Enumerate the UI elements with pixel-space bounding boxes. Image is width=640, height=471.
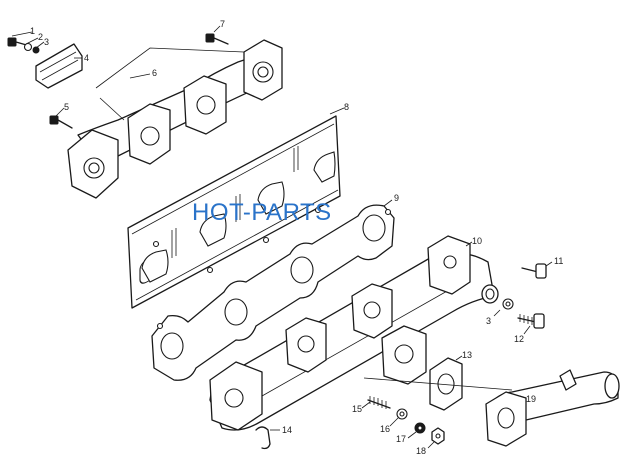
callout-11: 11 (554, 256, 563, 266)
callout-8: 8 (344, 102, 349, 112)
bolt-part-7 (205, 33, 229, 45)
gasket-part-9 (151, 204, 395, 381)
callout-10: 10 (472, 236, 482, 246)
callout-14: 14 (282, 425, 292, 435)
callout-6: 6 (152, 68, 157, 78)
callout-3-lower: 3 (486, 316, 491, 326)
washer-part-2 (23, 42, 33, 52)
washer-part-16 (396, 408, 408, 420)
callout-15: 15 (352, 404, 362, 414)
outlet-pipe-part-19 (485, 369, 620, 447)
clip-part-14 (255, 426, 271, 450)
heat-shield-part-4 (35, 43, 83, 89)
stud-part-15 (367, 396, 391, 409)
callout-5: 5 (64, 102, 69, 112)
callout-3: 3 (44, 37, 49, 47)
gasket-part-13 (429, 357, 463, 411)
callout-2: 2 (38, 32, 43, 42)
nut-part-3-top (32, 46, 40, 54)
callout-9: 9 (394, 193, 399, 203)
leader-lines (11, 25, 553, 449)
callout-16: 16 (380, 424, 390, 434)
callout-13: 13 (462, 350, 472, 360)
upper-manifold-part-6 (67, 39, 283, 199)
callout-4: 4 (84, 53, 89, 63)
callout-7: 7 (220, 19, 225, 29)
washer-part-3-lower (502, 298, 514, 310)
callout-18: 18 (416, 446, 426, 456)
washer-part-17 (414, 422, 426, 434)
bolt-part-5 (49, 115, 73, 129)
callout-19: 19 (526, 394, 536, 404)
main-manifold-part-10 (209, 235, 499, 431)
bolt-part-12 (517, 313, 545, 329)
gasket-plate-part-8 (127, 115, 341, 309)
nut-part-18 (431, 427, 445, 445)
bolt-part-11 (521, 263, 547, 279)
callout-labels: 1 2 3 4 5 6 7 8 9 10 11 3 12 13 14 15 16… (30, 19, 563, 456)
watermark-text: HOT-PARTS (192, 199, 332, 226)
callout-17: 17 (396, 434, 406, 444)
callout-1: 1 (30, 26, 35, 36)
callout-12: 12 (514, 334, 524, 344)
